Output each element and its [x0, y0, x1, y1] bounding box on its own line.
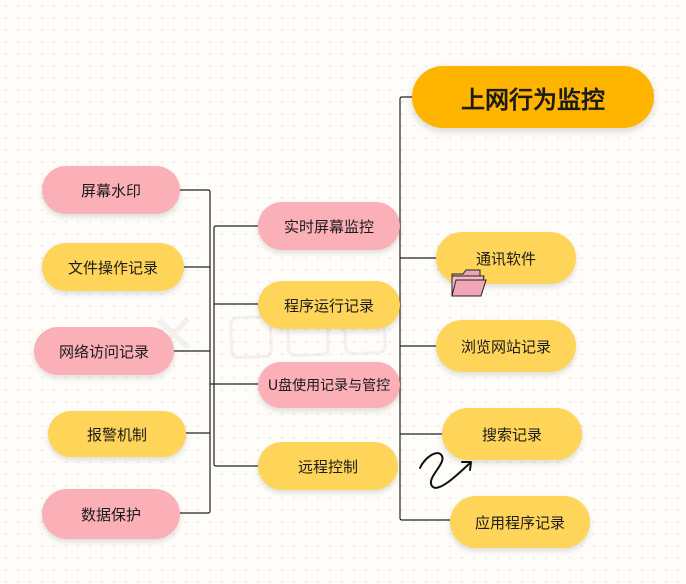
branch-label: 浏览网站记录	[460, 337, 551, 356]
branch-browsing-history[interactable]: 浏览网站记录	[436, 320, 576, 372]
branch-label: 应用程序记录	[474, 513, 565, 532]
leaf-label: 数据保护	[80, 505, 141, 524]
node-usb-control[interactable]: U盘使用记录与管控	[258, 362, 400, 408]
leaf-file-ops[interactable]: 文件操作记录	[42, 243, 184, 291]
branch-label: 通讯软件	[475, 249, 536, 268]
node-program-log[interactable]: 程序运行记录	[258, 281, 400, 329]
branch-search-history[interactable]: 搜索记录	[442, 408, 582, 460]
leaf-alarm[interactable]: 报警机制	[48, 411, 186, 457]
node-label: 程序运行记录	[283, 296, 374, 315]
node-label: U盘使用记录与管控	[267, 378, 391, 394]
node-label: 远程控制	[297, 457, 358, 476]
leaf-label: 屏幕水印	[80, 181, 141, 200]
leaf-label: 网络访问记录	[58, 342, 149, 361]
node-label: 实时屏幕监控	[283, 217, 374, 236]
branch-label: 搜索记录	[481, 425, 542, 444]
folder-icon	[451, 269, 487, 297]
leaf-label: 报警机制	[86, 425, 147, 444]
leaf-network-access[interactable]: 网络访问记录	[34, 327, 174, 375]
scribble-arrow-icon	[419, 452, 472, 489]
leaf-screen-watermark[interactable]: 屏幕水印	[42, 166, 180, 214]
node-remote-control[interactable]: 远程控制	[258, 442, 398, 490]
leaf-label: 文件操作记录	[67, 258, 158, 277]
node-realtime-screen[interactable]: 实时屏幕监控	[258, 202, 400, 250]
branch-app-history[interactable]: 应用程序记录	[450, 496, 590, 548]
root-node[interactable]: 上网行为监控	[412, 66, 654, 128]
root-label: 上网行为监控	[461, 85, 605, 114]
leaf-data-protection[interactable]: 数据保护	[42, 489, 180, 539]
